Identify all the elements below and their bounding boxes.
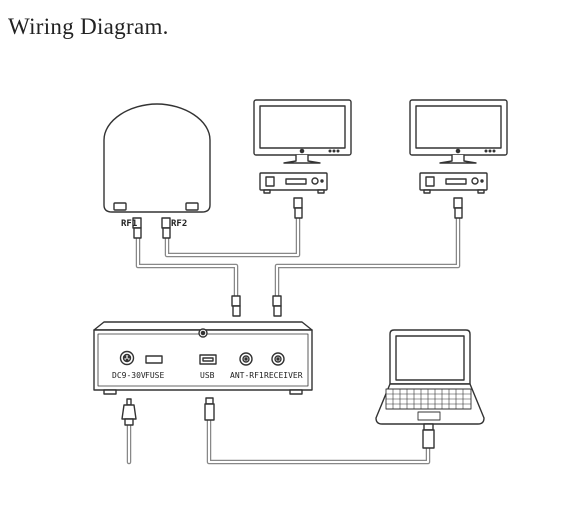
tv-monitor-2 bbox=[409, 99, 508, 164]
tv-monitor-1 bbox=[253, 99, 352, 164]
set-top-receiver-1 bbox=[259, 172, 328, 219]
port-label-ant-rf1: ANT-RF1 bbox=[230, 371, 264, 380]
port-label-usb: USB bbox=[200, 371, 215, 380]
port-label-fuse: FUSE bbox=[145, 371, 164, 380]
control-box-cable-connectors bbox=[231, 295, 282, 317]
antenna-port-rf2: RF2 bbox=[171, 219, 187, 229]
antenna-port-rf1: RF1 bbox=[121, 219, 137, 229]
page-title: Wiring Diagram. bbox=[8, 14, 169, 39]
cable-usb bbox=[206, 417, 431, 465]
antenna-dome: RF1 RF2 bbox=[103, 103, 211, 239]
cables bbox=[126, 215, 461, 465]
laptop bbox=[375, 329, 485, 449]
cable-rf1 bbox=[135, 235, 239, 301]
set-top-receiver-2 bbox=[419, 172, 488, 219]
port-label-receiver: RECEIVER bbox=[264, 371, 303, 380]
usb-plug bbox=[204, 397, 215, 421]
cable-receiver bbox=[274, 215, 461, 301]
power-plug bbox=[121, 398, 137, 426]
control-box: DC9-30V FUSE USB ANT-RF1 RECEIVER bbox=[93, 321, 313, 395]
port-label-dc: DC9-30V bbox=[112, 371, 146, 380]
